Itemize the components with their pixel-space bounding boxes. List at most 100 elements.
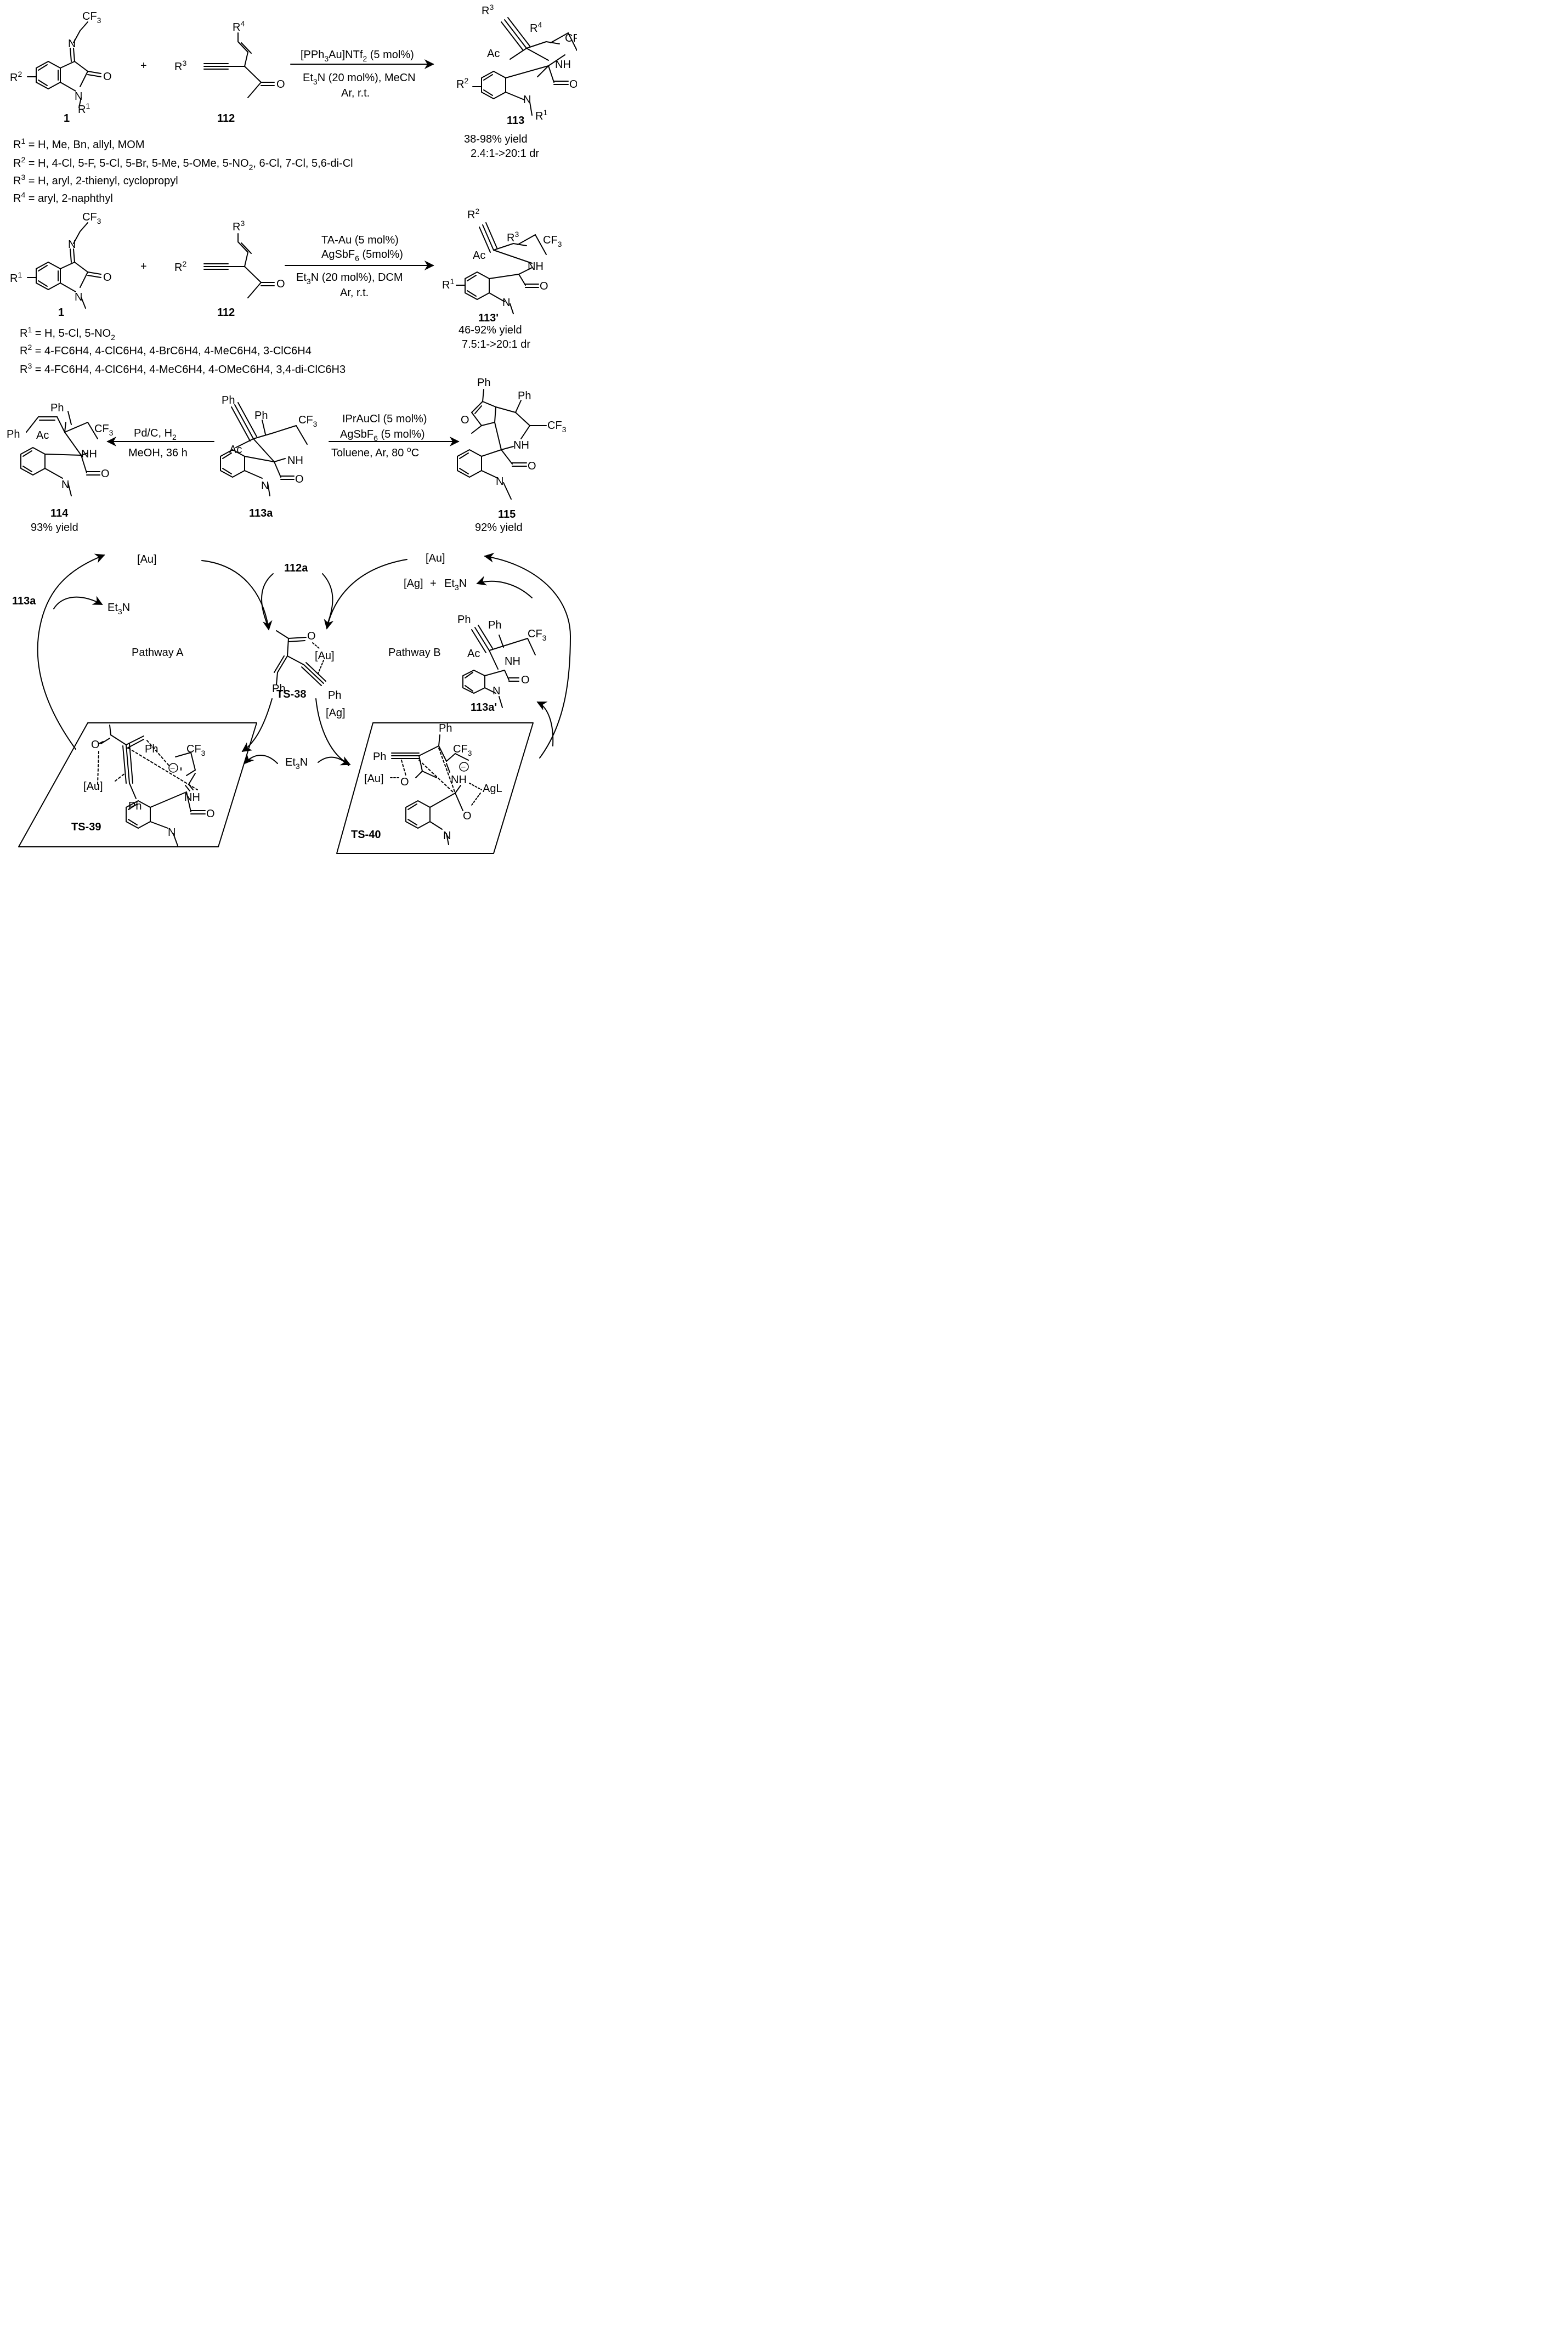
cond3-right3: Toluene, Ar, 80 oC	[331, 445, 419, 459]
cf3-label-113a: CF3	[298, 414, 318, 428]
compound-115-label: 115	[498, 508, 516, 520]
o-ts40: O	[400, 776, 409, 788]
yield-115: 92% yield	[475, 522, 523, 534]
cond1-line2: Et3N (20 mol%), MeCN	[303, 72, 416, 86]
cf3-label-115: CF3	[547, 420, 567, 434]
ketone-o-112: O	[276, 78, 285, 90]
o-label-113: O	[569, 78, 577, 90]
ph-ts38-left: Ph	[272, 683, 285, 695]
cond2-line2: AgSbF6 (5mol%)	[321, 248, 403, 263]
ph-alkyne-113a: Ph	[222, 394, 235, 406]
nh-label-115: NH	[513, 439, 529, 451]
ph-ts39-top: Ph	[145, 743, 158, 755]
nh-ts40: NH	[451, 774, 467, 786]
cf3-113ap: CF3	[528, 628, 547, 642]
structure-112-row1	[203, 32, 275, 98]
compound-113-label: 113	[507, 115, 524, 127]
structure-113a	[220, 402, 308, 496]
compound-112b-label: 112	[217, 307, 235, 319]
o-furan-115: O	[461, 414, 469, 426]
arc-ag-to-ts38	[324, 559, 407, 630]
ts40-label: TS-40	[351, 829, 381, 841]
r3-label-112b: R3	[233, 219, 245, 233]
structure-113-prime	[456, 222, 547, 314]
r1-label-113p: R1	[442, 277, 454, 291]
cf3-label-1b: CF3	[82, 211, 101, 225]
r2-label-113: R2	[456, 76, 468, 90]
o-ts40-bottom: O	[463, 810, 472, 822]
compound-113ap-label: 113a'	[471, 701, 497, 714]
compound-113a-mech: 113a	[12, 595, 36, 607]
nh-113ap: NH	[505, 655, 520, 667]
structure-ts40	[390, 734, 482, 845]
cf3-label-113p: CF3	[543, 234, 562, 248]
compound-113a-label: 113a	[249, 507, 273, 519]
arc-ts38-to-ts39	[241, 698, 273, 752]
minus-ts39: −	[170, 764, 175, 773]
au-ts38: [Au]	[315, 650, 335, 662]
au-ts40: [Au]	[364, 773, 384, 785]
minus-ts40: −	[461, 763, 466, 772]
structure-115	[457, 389, 547, 500]
pathway-b-label: Pathway B	[388, 647, 441, 659]
cond3-left2: MeOH, 36 h	[128, 447, 188, 459]
structure-1-row2	[27, 222, 101, 309]
arc-right-outer	[484, 552, 571, 759]
r3-label-113: R3	[482, 3, 494, 17]
yield-114: 93% yield	[31, 522, 78, 534]
structure-113	[472, 17, 577, 116]
et3n-top-right: Et3N	[444, 578, 467, 592]
minus-circle-ts39	[168, 763, 178, 773]
n-label-113: N	[523, 94, 531, 106]
r4-scope-row1: R4 = aryl, 2-naphthyl	[13, 190, 113, 205]
arc-et3n-to-ts39	[244, 753, 278, 765]
compound-112a-label: 112a	[284, 562, 308, 574]
ph-label-114b: Ph	[7, 428, 20, 440]
r1-label-1: R1	[78, 101, 90, 116]
compound-112-label: 112	[217, 112, 235, 125]
ph-ts40-top: Ph	[439, 722, 452, 734]
r3-label-112: R3	[174, 59, 186, 73]
ph-ts39-bottom: Ph	[128, 800, 141, 812]
ph-ts40-left: Ph	[373, 751, 386, 763]
cf3-label-1: CF3	[82, 10, 101, 25]
yield-113p: 46-92% yield	[458, 324, 522, 336]
arc-et3n-release	[476, 576, 533, 598]
minus-circle-ts40	[459, 762, 469, 772]
ts38-label: TS-38	[276, 688, 306, 700]
ac-113ap: Ac	[467, 648, 480, 660]
yield-113: 38-98% yield	[464, 133, 528, 145]
n-label-115: N	[496, 476, 503, 488]
r2-label-113p: R2	[467, 207, 479, 221]
cond3-right2: AgSbF6 (5 mol%)	[340, 428, 425, 443]
plus-ag: +	[430, 578, 437, 590]
r1-scope-row2: R1 = H, 5-Cl, 5-NO2	[20, 325, 115, 342]
cf3-label-113: CF3	[565, 32, 577, 47]
o-label-114: O	[101, 468, 110, 480]
compound-114-label: 114	[50, 507, 69, 519]
r1-label-113: R1	[535, 108, 547, 122]
au-ts39: [Au]	[83, 780, 103, 793]
ph-113ap: Ph	[488, 619, 501, 631]
ts39-box	[18, 722, 257, 847]
arc-113a-release	[53, 596, 103, 609]
structure-113a-prime	[462, 625, 536, 708]
arc-au-to-113a	[37, 553, 105, 750]
cf3-ts40: CF3	[453, 743, 472, 757]
r2-scope-row1: R2 = H, 4-Cl, 5-F, 5-Cl, 5-Br, 5-Me, 5-O…	[13, 155, 353, 172]
structure-ts38	[274, 630, 326, 686]
n-label-ts39: N	[168, 827, 176, 839]
agl-ts40: AgL	[483, 783, 502, 795]
et3n-left: Et3N	[107, 602, 130, 616]
ac-label-113: Ac	[487, 48, 500, 60]
r3-scope-row1: R3 = H, aryl, 2-thienyl, cyclopropyl	[13, 173, 178, 187]
ph-ts38-right: Ph	[328, 689, 341, 701]
nh-label-113a: NH	[287, 455, 303, 467]
r2-label-112b: R2	[174, 259, 186, 274]
n-label-114: N	[61, 479, 69, 491]
nh-label-113p: NH	[528, 261, 544, 273]
cond3-right1: IPrAuCl (5 mol%)	[342, 413, 427, 425]
ketone-o-112b: O	[276, 278, 285, 290]
r4-label-112: R4	[233, 19, 245, 33]
ac-label-114: Ac	[36, 429, 49, 442]
